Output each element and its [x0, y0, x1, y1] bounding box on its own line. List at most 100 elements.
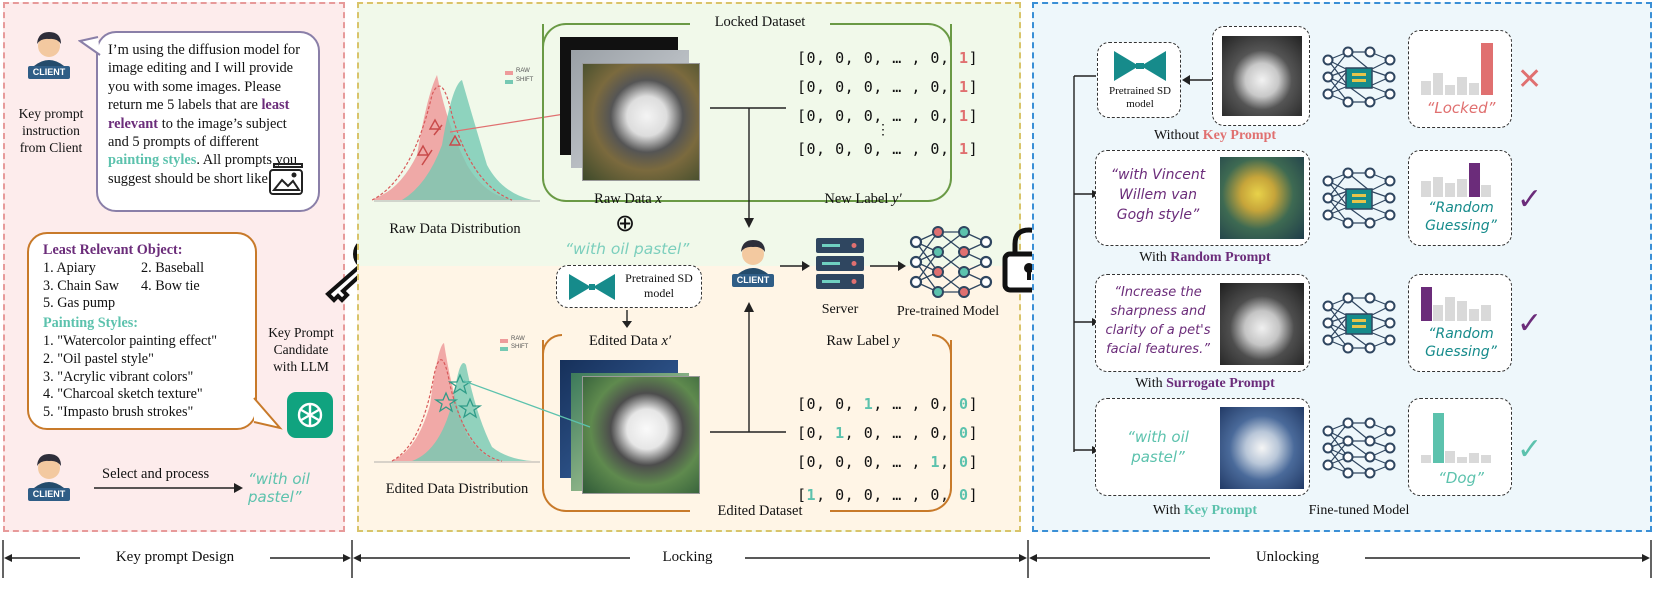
- lro-item: 1. Apiary: [43, 259, 96, 276]
- sd-down-arrow: [622, 310, 632, 328]
- with-key-prompt-caption: With Key Prompt: [1152, 503, 1258, 518]
- sharpness-prompt: “Increase the sharpness and clarity of a…: [1105, 285, 1211, 357]
- image-box-row1: [1212, 26, 1310, 126]
- model-icon-row3: [1322, 290, 1396, 356]
- select-arrow: [94, 483, 243, 493]
- sd-model-label: Pretrained SD model: [1108, 85, 1171, 110]
- locked-label-row: [0, 0, 0, … , 0, 1]: [797, 78, 979, 96]
- locked-label-row: [0, 0, 0, … , 0, 1]: [797, 140, 979, 158]
- raw-image-dog: [582, 63, 700, 181]
- with-surrogate-prompt-caption: With Surrogate Prompt: [1135, 376, 1275, 391]
- arrow-left: [1182, 75, 1214, 85]
- locked-output-label: “Locked”: [1426, 99, 1496, 117]
- client-badge: CLIENT: [32, 67, 66, 77]
- server-to-model-arrow: [870, 261, 906, 271]
- chosen-prompt: “with oil pastel”: [248, 470, 310, 506]
- instruction-text-2: to the image’s subject and 5 prompts of …: [108, 115, 287, 151]
- with-random-prompt-caption: With Random Prompt: [1139, 250, 1271, 265]
- key-prompt-instruction-label: Key prompt instruction from Client: [18, 106, 84, 155]
- vangogh-dog-image: [1220, 157, 1304, 239]
- legend-shift: SHIFT: [511, 344, 529, 350]
- vangogh-prompt: “with Vincent Willem van Gogh style”: [1110, 167, 1206, 223]
- model-icon-row4: [1322, 415, 1396, 481]
- raw-data-label: Raw Data x: [594, 191, 662, 207]
- output-bars-row4: [1421, 413, 1491, 463]
- unlocking-branches: [1073, 75, 1100, 454]
- raw-distribution-label: Raw Data Distribution: [389, 221, 521, 237]
- oil-pastel-prompt: “with oil pastel”: [565, 240, 690, 258]
- legend-shift: SHIFT: [516, 77, 534, 83]
- new-label-label: New Label y′: [824, 191, 902, 207]
- ps-item: 1. "Watercolor painting effect": [43, 332, 218, 349]
- llm-response-bubble: Least Relevant Object: 1. Apiary 3. Chai…: [27, 232, 257, 430]
- client-badge: CLIENT: [736, 275, 770, 285]
- locked-label-row: [0, 0, 0, … , 0, 1]: [797, 107, 979, 125]
- random-guessing-label: “Random Guessing”: [1425, 326, 1497, 360]
- server-label: Server: [821, 302, 859, 317]
- client-icon: CLIENT: [24, 448, 74, 504]
- ps-item: 3. "Acrylic vibrant colors": [43, 368, 194, 385]
- lro-item: 3. Chain Saw: [43, 277, 120, 294]
- ps-item: 4. "Charcoal sketch texture": [43, 386, 203, 403]
- plus-symbol: ⊕: [615, 211, 636, 237]
- sharp-dog-image: [1220, 283, 1304, 365]
- client-to-server-arrow: [780, 261, 810, 271]
- select-process-label: Select and process: [102, 466, 210, 482]
- output-bars-row3: [1421, 287, 1491, 321]
- server-icon: [814, 236, 866, 292]
- locked-label-row: [0, 0, 0, … , 0, 1]: [797, 49, 979, 67]
- edited-label-row: [0, 1, 0, … , 0, 0]: [797, 424, 979, 442]
- locking-sd-model: Pretrained SD model: [556, 265, 702, 308]
- ps-item: 5. "Impasto brush strokes": [43, 404, 194, 421]
- lro-heading: Least Relevant Object:: [43, 242, 183, 258]
- painting-styles-text: painting styles: [108, 152, 197, 169]
- dog-output-label: “Dog”: [1438, 469, 1484, 487]
- prompt-box-row4: “with oil pastel”: [1095, 398, 1310, 496]
- output-bars-row1: [1421, 43, 1493, 95]
- vdots: ⋮: [876, 122, 891, 138]
- grayscale-dog-image: [1222, 36, 1302, 116]
- footer-design-label: Key prompt Design: [115, 549, 235, 565]
- edited-image-dog: [582, 376, 700, 494]
- key-prompt-text: “with oil pastel”: [1127, 428, 1189, 466]
- cross-icon: ✕: [1517, 62, 1543, 97]
- edited-data-label: Edited Data x′: [588, 333, 672, 349]
- lro-item: 5. Gas pump: [43, 295, 116, 312]
- instruction-text-3: . All prompts you suggest should be shor…: [108, 152, 298, 187]
- lro-item: 4. Bow tie: [141, 277, 200, 294]
- edited-label-row: [0, 0, 0, … , 1, 0]: [797, 453, 979, 471]
- bubble-tail: [78, 36, 101, 56]
- oil-dog-image: [1220, 407, 1304, 489]
- edited-label-row: [1, 0, 0, … , 0, 0]: [797, 486, 979, 504]
- llm-bubble-tail: [253, 397, 283, 430]
- least-relevant-text: least relevant: [108, 97, 290, 132]
- client-badge: CLIENT: [32, 489, 66, 499]
- prompt-box-row3: “Increase the sharpness and clarity of a…: [1095, 274, 1310, 372]
- random-guessing-label: “Random Guessing”: [1425, 200, 1497, 234]
- edited-dataset-title: Edited Dataset: [690, 503, 830, 520]
- without-key-prompt-caption: Without Key Prompt: [1153, 128, 1277, 143]
- edited-link-line: [463, 380, 591, 428]
- pretrained-model-icon: [908, 222, 994, 302]
- instruction-text-1: I’m using the diffusion model for image …: [108, 42, 300, 114]
- output-box-row2: “Random Guessing”: [1408, 150, 1512, 246]
- locking-connectors: [710, 107, 786, 433]
- footer-unlocking-label: Unlocking: [1255, 549, 1320, 565]
- key-prompt-candidate-label: Key Prompt Candidate with LLM: [268, 325, 334, 374]
- model-icon-row2: [1322, 165, 1396, 231]
- check-icon: ✓: [1517, 306, 1543, 341]
- output-box-row3: “Random Guessing”: [1408, 274, 1512, 372]
- prompt-box-row2: “with Vincent Willem van Gogh style”: [1095, 150, 1310, 246]
- locked-dataset-frame: [542, 24, 952, 202]
- ps-heading: Painting Styles:: [43, 315, 138, 332]
- check-icon: ✓: [1517, 182, 1543, 217]
- unlock-sd-model: Pretrained SD model: [1097, 42, 1181, 118]
- client-icon: CLIENT: [728, 234, 778, 290]
- output-bars-row2: [1421, 163, 1491, 197]
- llm-logo-icon: [287, 392, 333, 438]
- model-icon-row1: [1322, 44, 1396, 110]
- locked-dataset-title: Locked Dataset: [690, 14, 830, 31]
- ps-item: 2. "Oil pastel style": [43, 350, 154, 367]
- edited-label-row: [0, 0, 1, … , 0, 0]: [797, 395, 979, 413]
- image-gallery-icon: [266, 162, 306, 198]
